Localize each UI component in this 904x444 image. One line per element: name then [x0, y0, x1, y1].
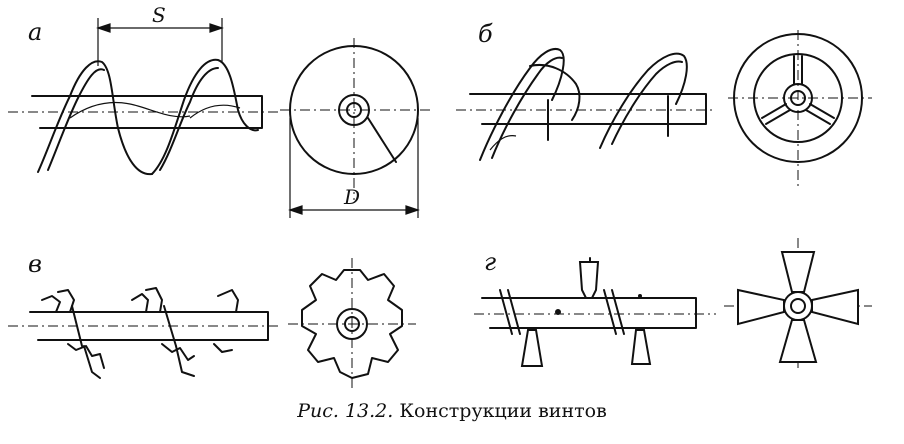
panel-b-label: б: [478, 20, 493, 48]
panel-a-screw-side-view: [8, 18, 280, 176]
panel-a-screw-end-view: [280, 38, 432, 218]
panel-v-segmented-screw-end-view: [288, 258, 416, 388]
panel-v-segmented-screw-side-view: [8, 287, 280, 379]
figure-drawing: а S D б: [8, 3, 872, 388]
caption-prefix: Рис. 13.2.: [297, 400, 394, 422]
caption-title: Конструкции винтов: [399, 400, 607, 422]
panel-g-label: г: [484, 248, 496, 276]
diameter-dimension-label: D: [343, 185, 360, 209]
pitch-dimension-label: S: [152, 3, 166, 27]
panel-g-paddle-screw-end-view: [724, 238, 872, 372]
panel-g-paddle-screw-side-view: [474, 257, 716, 367]
figure-caption: Рис. 13.2. Конструкции винтов: [0, 400, 904, 422]
panel-v-label: в: [28, 250, 42, 278]
panel-a-label: а: [28, 18, 42, 46]
panel-b-ribbon-screw-side-view: [456, 48, 714, 161]
panel-b-ribbon-screw-end-view: [728, 30, 872, 190]
